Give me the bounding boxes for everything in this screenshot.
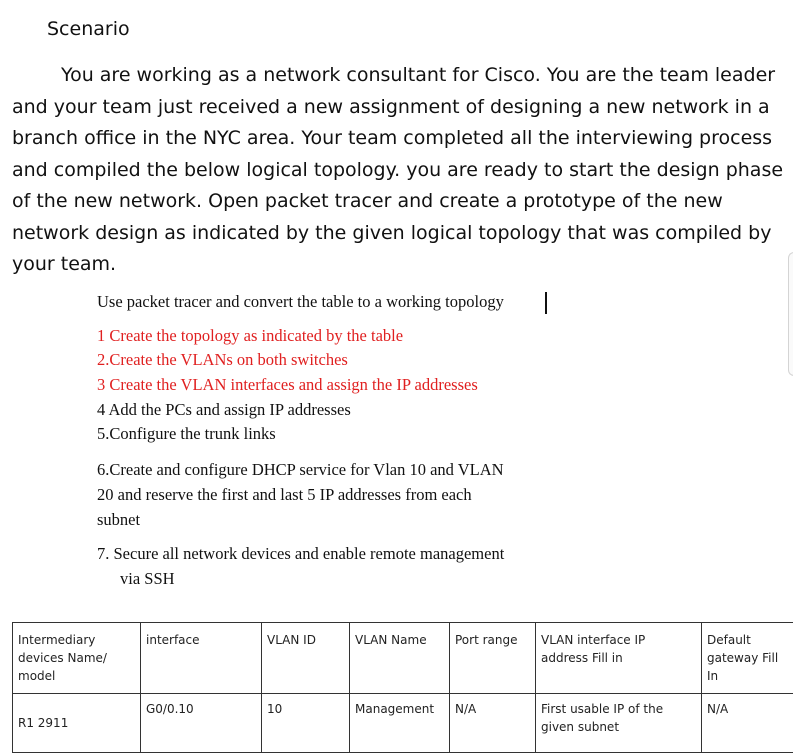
step-4: 4 Add the PCs and assign IP addresses: [97, 400, 351, 420]
table-cell: First usable IP of the given subnet: [536, 694, 702, 753]
text-cursor: [545, 292, 547, 314]
instructions-intro: Use packet tracer and convert the table …: [97, 292, 504, 312]
table-row: R1 2911 G0/0.10 10 Management N/A First …: [13, 694, 793, 753]
step-6-line-2: 20 and reserve the first and last 5 IP a…: [97, 485, 472, 505]
topology-table: Intermediary devices Name/ model interfa…: [12, 622, 793, 753]
step-6-line-3: subnet: [97, 510, 140, 530]
table-cell: Management: [350, 694, 450, 753]
step-7-line-2: via SSH: [120, 569, 175, 589]
scrollbar-edge[interactable]: [788, 252, 793, 376]
table-cell: N/A: [450, 694, 536, 753]
header-cell: VLAN Name: [350, 623, 450, 694]
header-cell: Intermediary devices Name/ model: [13, 623, 141, 694]
step-1: 1 Create the topology as indicated by th…: [97, 326, 403, 346]
header-cell: VLAN ID: [262, 623, 350, 694]
table-header-row: Intermediary devices Name/ model interfa…: [13, 623, 793, 694]
header-cell: Default gateway Fill In: [702, 623, 793, 694]
table-cell: N/A: [702, 694, 793, 753]
table-cell: 10: [262, 694, 350, 753]
scenario-paragraph: You are working as a network consultant …: [12, 60, 787, 281]
table-cell: R1 2911: [13, 694, 141, 753]
step-3: 3 Create the VLAN interfaces and assign …: [97, 375, 478, 395]
step-5: 5.Configure the trunk links: [97, 424, 276, 444]
header-cell: VLAN interface IP address Fill in: [536, 623, 702, 694]
step-2: 2.Create the VLANs on both switches: [97, 350, 348, 370]
header-cell: interface: [141, 623, 262, 694]
table-cell: G0/0.10: [141, 694, 262, 753]
scenario-heading: Scenario: [47, 18, 130, 40]
device-name: R1 2911: [18, 714, 135, 732]
step-7-line-1: 7. Secure all network devices and enable…: [97, 544, 504, 564]
step-6-line-1: 6.Create and configure DHCP service for …: [97, 460, 504, 480]
header-cell: Port range: [450, 623, 536, 694]
